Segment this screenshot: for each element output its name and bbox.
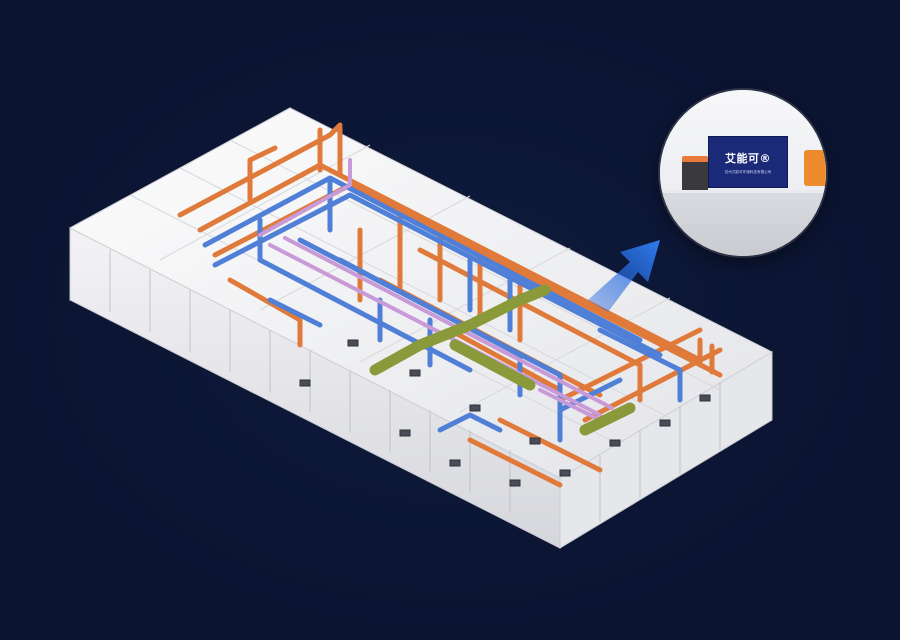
- pipe-network-purple: [258, 158, 614, 422]
- callout-counter: [660, 190, 826, 256]
- callout-arrow: [588, 240, 660, 312]
- building-shell: [68, 107, 774, 549]
- device-left: [682, 156, 708, 192]
- brand-subtitle: 苏州艾能可环境科技有限公司: [724, 169, 772, 174]
- device-right: [804, 150, 826, 186]
- equipment-units: [299, 339, 711, 487]
- brand-name: 艾能可®: [725, 151, 771, 165]
- pipe-network-blue: [202, 175, 683, 443]
- duct-green: [369, 284, 636, 436]
- zoom-callout: 艾能可® 苏州艾能可环境科技有限公司: [660, 90, 826, 256]
- brand-sign: 艾能可® 苏州艾能可环境科技有限公司: [708, 136, 788, 188]
